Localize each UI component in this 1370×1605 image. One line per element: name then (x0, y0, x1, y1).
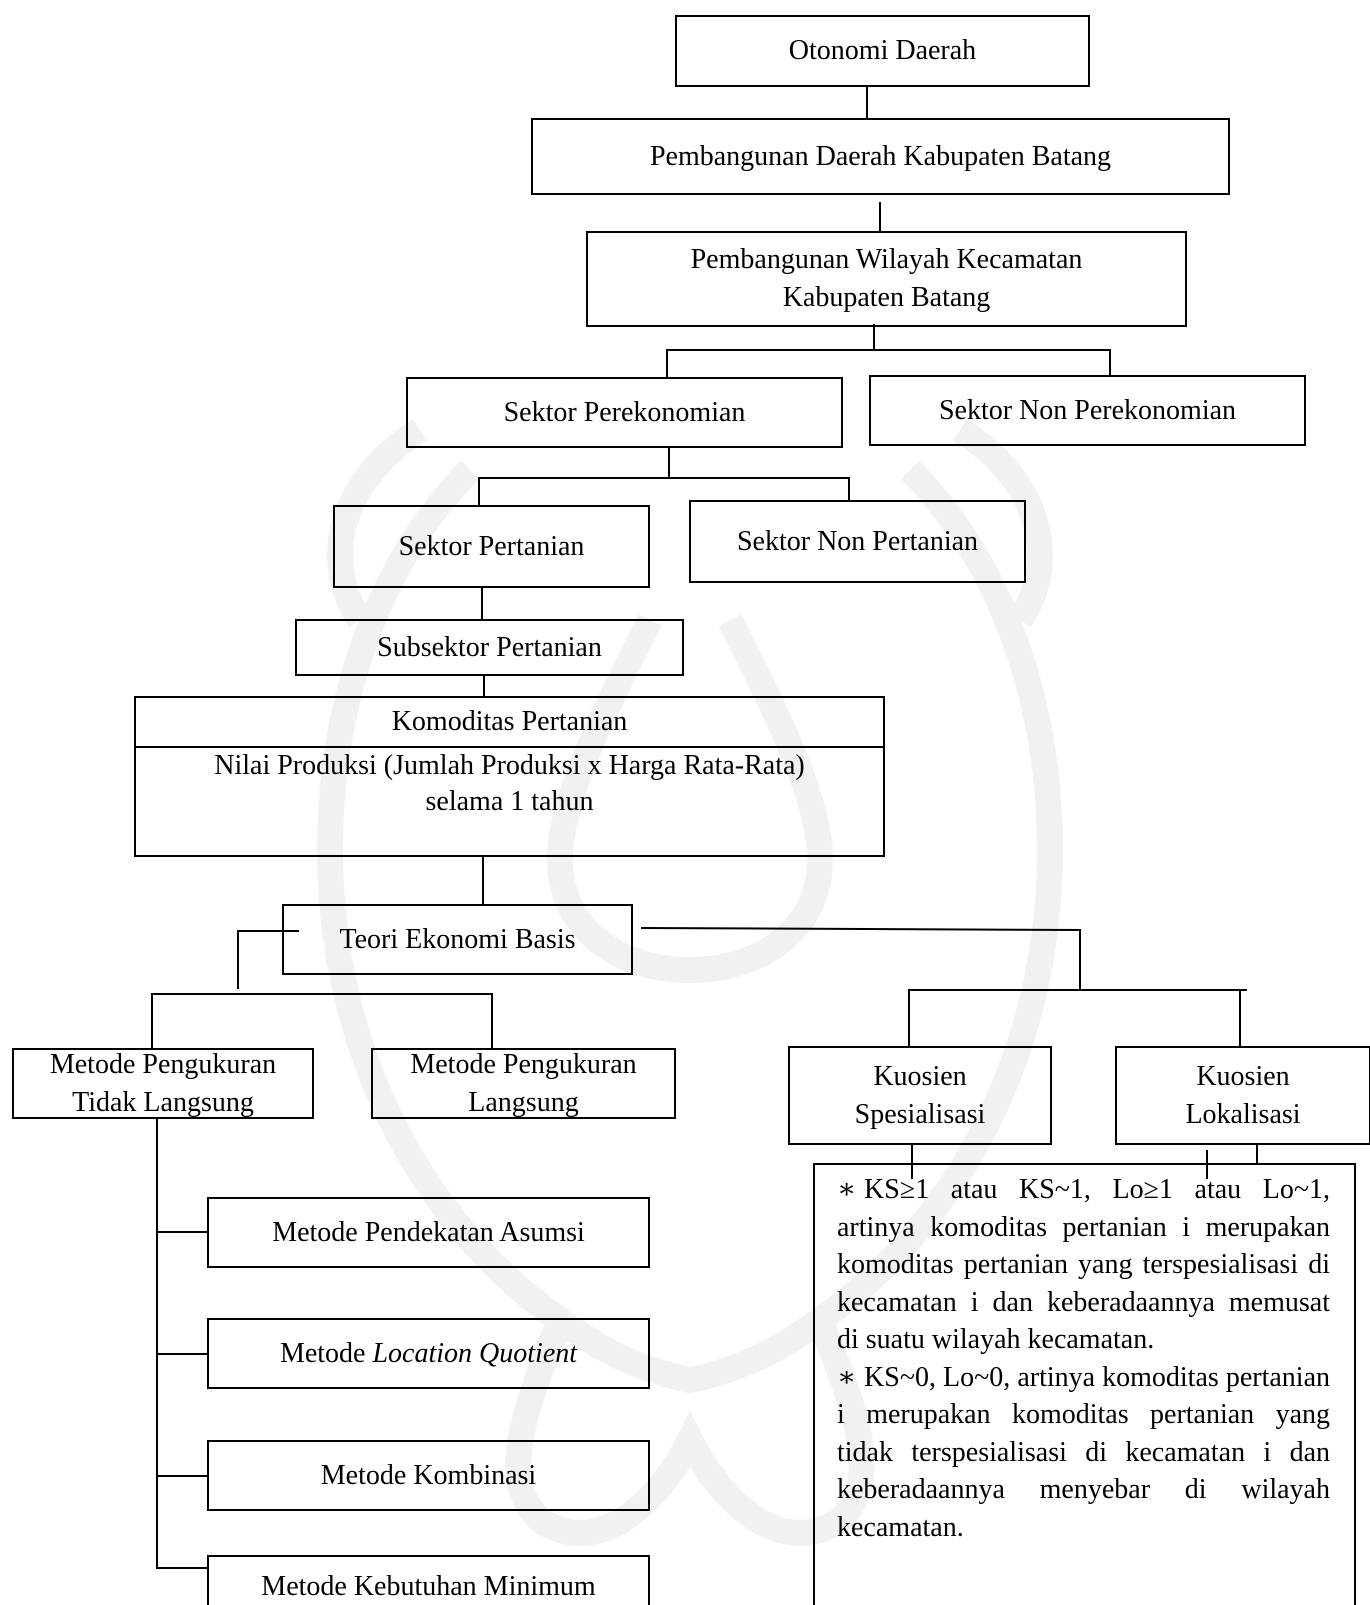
node-label: Pembangunan Wilayah Kecamatan Kabupaten … (690, 244, 1083, 313)
node-subsektor-pertanian: Subsektor Pertanian (295, 619, 684, 676)
node-komoditas-pertanian: Komoditas Pertanian Nilai Produksi (Juml… (134, 696, 885, 857)
connector (640, 926, 1082, 932)
node-metode-kombinasi: Metode Kombinasi (207, 1440, 650, 1511)
node-sublabel: Nilai Produksi (Jumlah Produksi x Harga … (214, 750, 805, 817)
node-sektor-perekonomian: Sektor Perekonomian (406, 377, 843, 448)
node-label: Metode Kebutuhan Minimum (261, 1571, 596, 1602)
node-label: Kuosien Lokalisasi (1185, 1060, 1301, 1130)
node-label: Metode Pendekatan Asumsi (272, 1216, 585, 1248)
node-label: Komoditas Pertanian (391, 706, 628, 737)
node-pembangunan-daerah: Pembangunan Daerah Kabupaten Batang (531, 118, 1230, 195)
node-sektor-non-pertanian: Sektor Non Pertanian (689, 500, 1026, 583)
node-label: Sektor Perekonomian (503, 396, 746, 428)
note-text-2: KS~0, Lo~0, artinya komoditas pertanian … (837, 1361, 1330, 1543)
node-label: Pembangunan Daerah Kabupaten Batang (649, 140, 1112, 172)
node-label: Teori Ekonomi Basis (339, 923, 576, 955)
node-otonomi-daerah: Otonomi Daerah (675, 15, 1090, 87)
node-label: Otonomi Daerah (788, 35, 977, 66)
node-metode-langsung: Metode Pengukuran Langsung (371, 1048, 676, 1119)
interpretation-note: ∗KS≥1 atau KS~1, Lo≥1 atau Lo~1, artinya… (813, 1163, 1356, 1605)
bullet-icon: ∗ (837, 1174, 857, 1205)
node-label-prefix: Metode (279, 1337, 373, 1369)
node-pembangunan-wilayah: Pembangunan Wilayah Kecamatan Kabupaten … (586, 231, 1187, 327)
node-metode-location-quotient: Metode Location Quotient (207, 1318, 650, 1389)
node-label: Sektor Pertanian (398, 530, 585, 562)
node-divider (134, 746, 884, 748)
node-sektor-non-perekonomian: Sektor Non Perekonomian (869, 375, 1306, 446)
note-paragraph-2: ∗KS~0, Lo~0, artinya komoditas pertanian… (837, 1359, 1330, 1547)
node-sektor-pertanian: Sektor Pertanian (333, 505, 650, 588)
node-metode-pendekatan-asumsi: Metode Pendekatan Asumsi (207, 1197, 650, 1268)
note-text-1: KS≥1 atau KS~1, Lo≥1 atau Lo~1, artinya … (837, 1174, 1330, 1355)
node-metode-tidak-langsung: Metode Pengukuran Tidak Langsung (12, 1048, 314, 1119)
node-label: Subsektor Pertanian (377, 631, 602, 663)
node-label: Sektor Non Perekonomian (938, 394, 1237, 426)
node-label: Metode Location Quotient (280, 1335, 577, 1373)
node-label: Kuosien Spesialisasi (854, 1060, 986, 1130)
node-kuosien-spesialisasi: Kuosien Spesialisasi (788, 1046, 1052, 1145)
node-kuosien-lokalisasi: Kuosien Lokalisasi (1115, 1046, 1370, 1145)
node-label: Metode Pengukuran Tidak Langsung (49, 1048, 277, 1118)
node-label: Metode Pengukuran Langsung (410, 1048, 637, 1118)
node-label: Sektor Non Pertanian (736, 525, 979, 557)
node-label-italic: Location Quotient (372, 1337, 578, 1369)
note-paragraph-1: ∗KS≥1 atau KS~1, Lo≥1 atau Lo~1, artinya… (837, 1171, 1330, 1359)
node-metode-kebutuhan-minimum: Metode Kebutuhan Minimum (207, 1555, 650, 1605)
node-teori-ekonomi-basis: Teori Ekonomi Basis (282, 904, 633, 975)
bullet-icon: ∗ (837, 1361, 857, 1393)
node-label: Metode Kombinasi (320, 1459, 537, 1491)
